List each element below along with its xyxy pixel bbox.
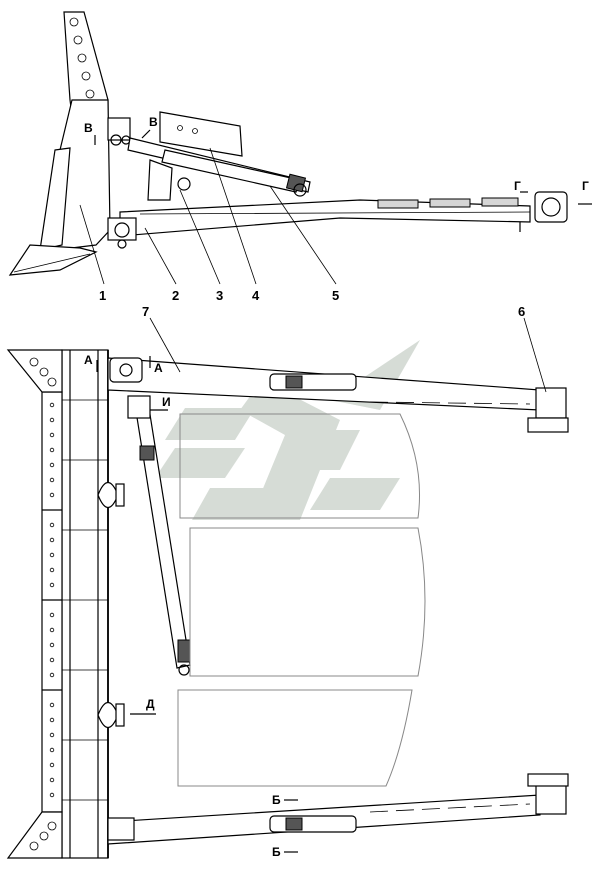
brace-clamp bbox=[115, 703, 125, 727]
track-panel-3 bbox=[177, 689, 413, 787]
beam-plate bbox=[481, 197, 519, 207]
beam-plate bbox=[429, 198, 471, 208]
callout-3: 3 bbox=[216, 288, 223, 303]
cylinder-collar bbox=[139, 445, 155, 461]
cylinder-top-mount bbox=[127, 395, 151, 419]
arm-cylinder-clamp bbox=[285, 817, 303, 831]
bolt bbox=[177, 125, 183, 131]
mast-hole bbox=[85, 89, 95, 99]
watermark-logo bbox=[155, 340, 420, 520]
corner-wing-bottom bbox=[6, 811, 63, 859]
callout-5: 5 bbox=[332, 288, 339, 303]
section-a-left: А bbox=[84, 353, 93, 367]
wing-hole bbox=[47, 377, 57, 387]
hinge-bracket bbox=[147, 159, 173, 201]
lower-pin bbox=[114, 222, 130, 238]
side-view bbox=[8, 11, 568, 276]
trunnion-base-bottom bbox=[527, 773, 569, 787]
trunnion-bottom bbox=[535, 783, 567, 815]
mast-hole bbox=[69, 17, 79, 27]
wing-hole bbox=[29, 357, 39, 367]
track-panel-1 bbox=[179, 413, 420, 519]
cylinder-pin bbox=[178, 664, 190, 676]
edge-line bbox=[13, 253, 91, 273]
trunnion bbox=[534, 191, 568, 223]
callout-1: 1 bbox=[99, 288, 106, 303]
valve-block bbox=[159, 111, 243, 157]
section-v-left: В bbox=[84, 121, 93, 135]
trunnion-top bbox=[535, 387, 567, 419]
section-b-top: Б bbox=[272, 793, 281, 807]
corner-wing-top bbox=[6, 349, 63, 393]
callout-6: 6 bbox=[518, 304, 525, 319]
trunnion-base-top bbox=[527, 417, 569, 433]
arm-cylinder-top bbox=[269, 373, 357, 391]
trunnion-ball bbox=[541, 197, 561, 217]
blade-moldboard bbox=[39, 147, 71, 251]
wing-hole bbox=[47, 821, 57, 831]
upper-pin bbox=[110, 134, 122, 146]
section-a-right: А bbox=[154, 361, 163, 375]
callout-7: 7 bbox=[142, 304, 149, 319]
tilt-cylinder bbox=[161, 149, 301, 193]
leaders-plan bbox=[149, 317, 547, 393]
tilt-brace-cylinder bbox=[134, 401, 191, 669]
bracket-pin bbox=[177, 177, 191, 191]
cylinder-rod-end bbox=[177, 639, 191, 663]
callout-2: 2 bbox=[172, 288, 179, 303]
arm-pivot-bottom bbox=[107, 817, 135, 841]
beam-plate bbox=[377, 199, 419, 209]
callouts-top: 1 2 3 4 5 bbox=[99, 288, 339, 303]
arm-pivot-top bbox=[109, 357, 143, 383]
wing-hole bbox=[39, 367, 49, 377]
mast-hole bbox=[77, 53, 87, 63]
cylinder-pin bbox=[293, 183, 307, 197]
arm-cylinder-clamp bbox=[285, 375, 303, 389]
leaders-top bbox=[79, 147, 337, 285]
callout-4: 4 bbox=[252, 288, 260, 303]
lower-pin bbox=[117, 239, 127, 249]
section-v-right: В bbox=[149, 115, 158, 129]
edge-plate bbox=[41, 391, 63, 813]
blade-frame bbox=[61, 349, 109, 859]
plate-holes bbox=[49, 402, 55, 798]
section-b-bottom: Б bbox=[272, 845, 281, 859]
beam-line bbox=[139, 211, 531, 215]
section-i: И bbox=[162, 395, 171, 409]
section-d: Д bbox=[146, 697, 155, 711]
wing-hole bbox=[29, 841, 39, 851]
blade-cutting-edge bbox=[8, 244, 98, 276]
section-g-right: Г bbox=[582, 179, 589, 193]
section-marks-top: В В Г Г bbox=[84, 115, 592, 205]
section-marks-plan: А А И Д Б Б bbox=[84, 353, 298, 859]
arm-pivot-pin bbox=[119, 363, 133, 377]
wing-hole bbox=[39, 831, 49, 841]
arm-cylinder-bottom bbox=[269, 815, 357, 833]
callouts-plan: 7 6 bbox=[142, 304, 525, 319]
track-panel-2 bbox=[189, 527, 426, 677]
section-g-left: Г bbox=[514, 179, 521, 193]
brace-clamp bbox=[115, 483, 125, 507]
mast-hole bbox=[81, 71, 91, 81]
plan-view bbox=[6, 349, 569, 859]
upper-pivot bbox=[107, 117, 131, 141]
bolt bbox=[192, 128, 198, 134]
mast-hole bbox=[73, 35, 83, 45]
